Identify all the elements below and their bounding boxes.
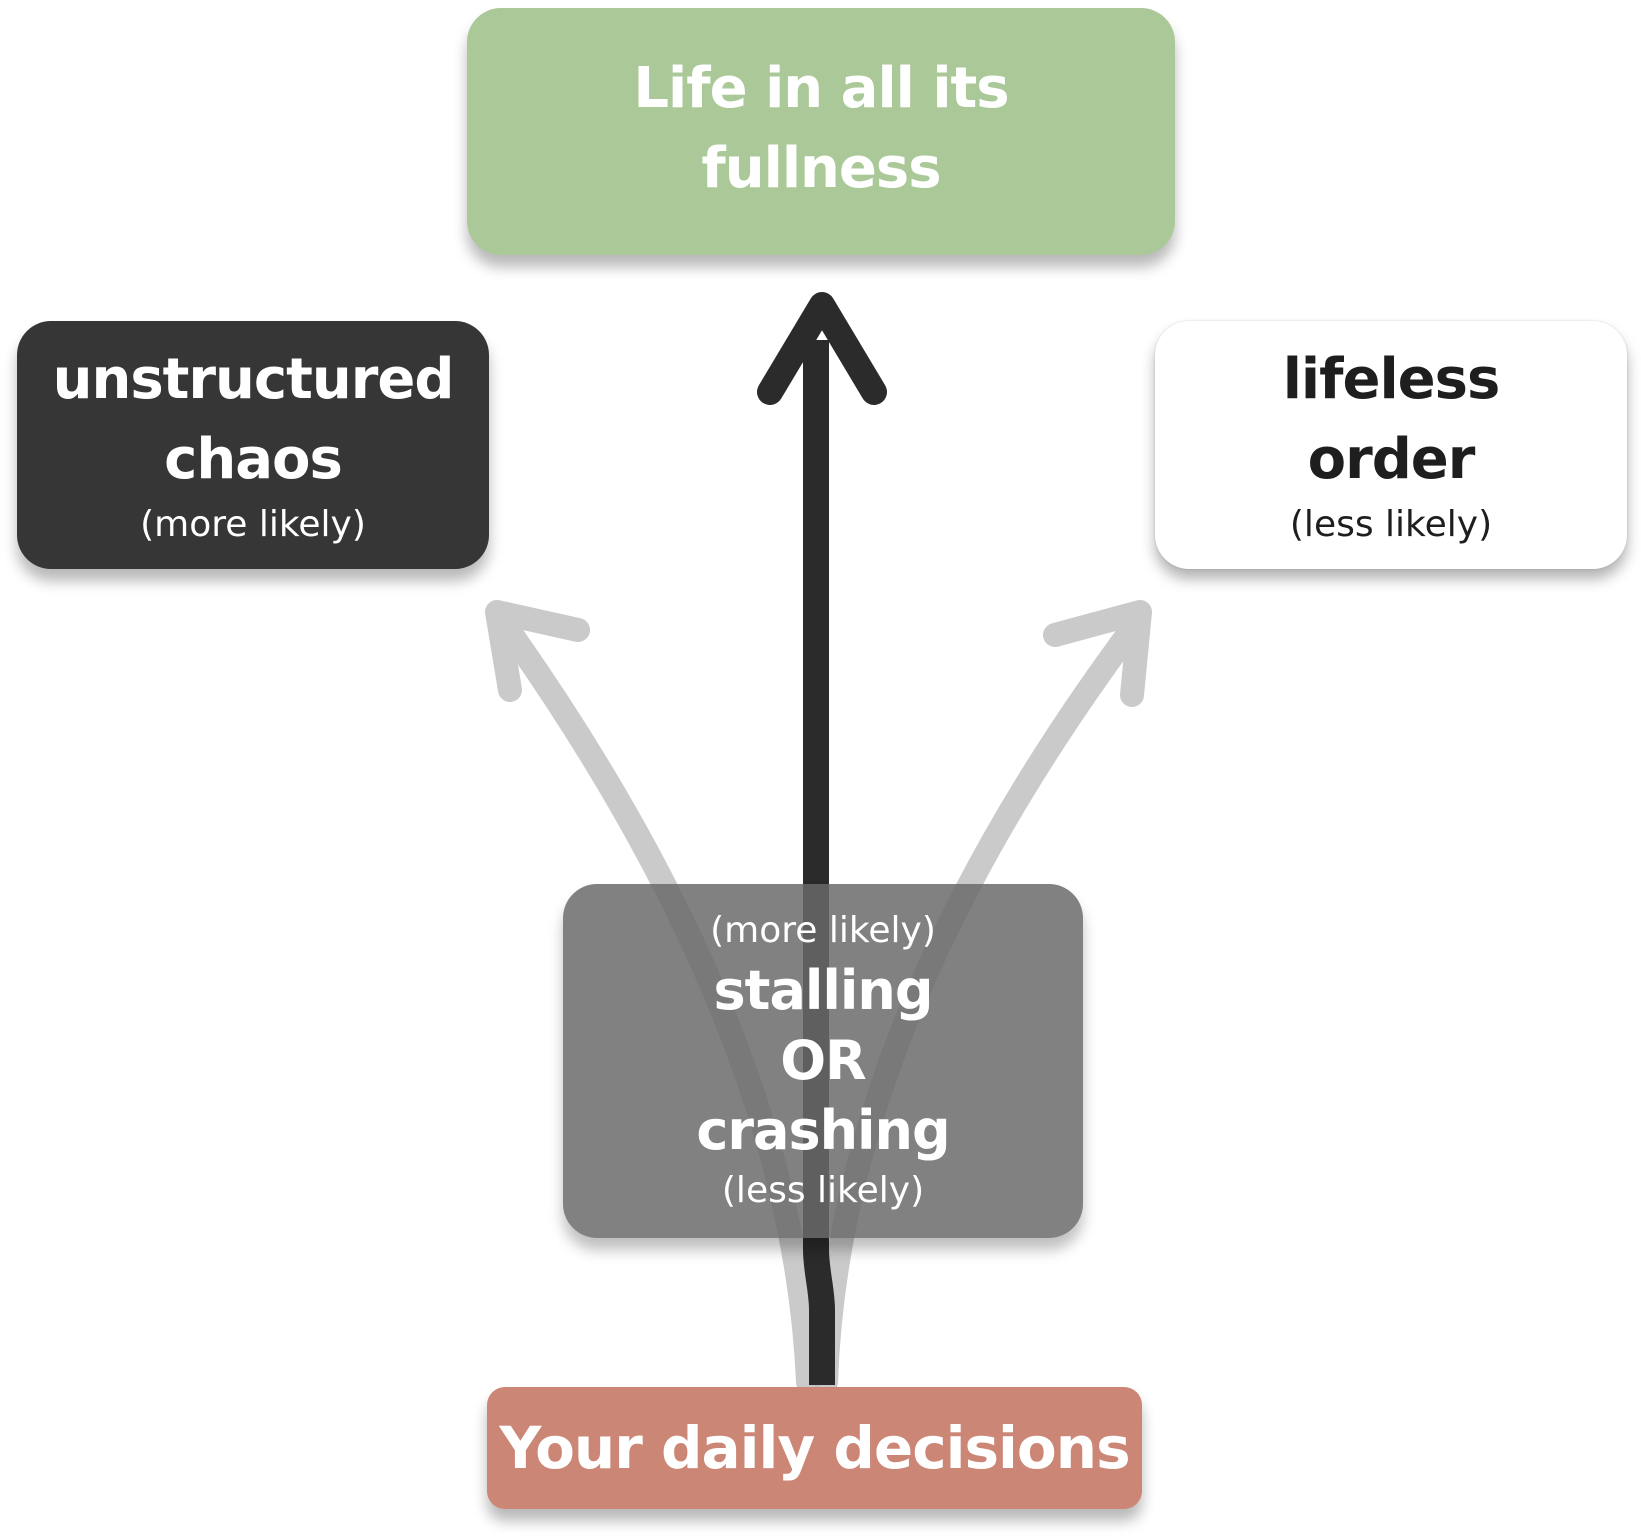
goal-box: Life in all its fullness (467, 8, 1175, 255)
order-line-1: lifeless (1282, 347, 1501, 412)
chaos-line-2: chaos (164, 427, 343, 492)
order-line-2: order (1307, 427, 1476, 492)
chaos-line-1: unstructured (52, 347, 455, 412)
decisions-label: Your daily decisions (499, 1414, 1130, 1482)
stall-line-2: OR (780, 1029, 866, 1092)
chaos-likelihood: (more likely) (140, 504, 366, 545)
decisions-box: Your daily decisions (487, 1387, 1142, 1509)
stall-box: (more likely) stalling OR crashing (less… (563, 884, 1083, 1238)
order-likelihood: (less likely) (1289, 504, 1493, 545)
arrow-to-goal (757, 292, 887, 1385)
order-box: lifeless order (less likely) (1155, 321, 1627, 569)
goal-line-1: Life in all its (633, 55, 1009, 121)
chaos-box: unstructured chaos (more likely) (17, 321, 489, 569)
stall-line-3: crashing (696, 1099, 950, 1162)
goal-line-2: fullness (701, 135, 941, 201)
stall-line-1: stalling (713, 959, 933, 1022)
stall-likelihood-bottom: (less likely) (721, 1170, 925, 1211)
stall-likelihood-top: (more likely) (710, 910, 936, 951)
